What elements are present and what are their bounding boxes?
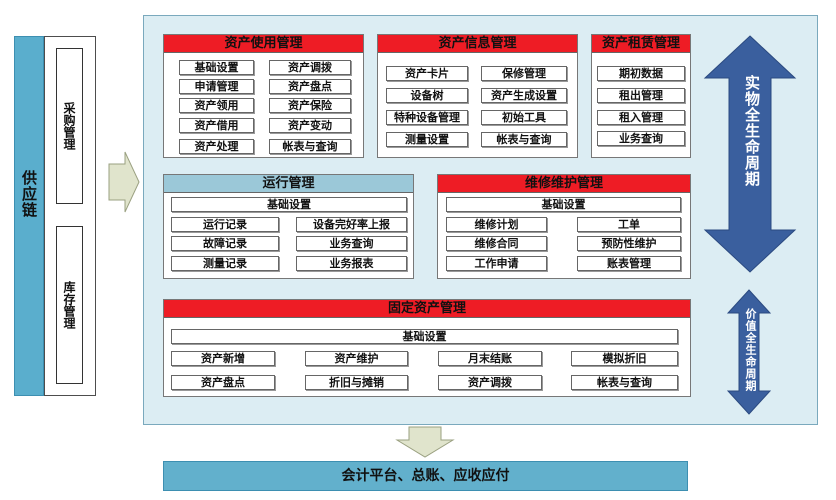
accounting-platform-bar[interactable]: 会计平台、总账、应收应付 [163, 461, 688, 491]
asset-info-item[interactable]: 资产生成设置 [481, 88, 567, 103]
asset-use-item[interactable]: 资产保险 [269, 98, 351, 113]
fixed-asset-item[interactable]: 折旧与摊销 [305, 375, 408, 390]
fixed-asset-item[interactable]: 资产盘点 [171, 375, 275, 390]
module-title: 资产租赁管理 [592, 35, 690, 53]
asset-lease-item[interactable]: 租出管理 [597, 88, 685, 103]
asset-use-item[interactable]: 资产变动 [269, 118, 351, 133]
physical-lifecycle-arrow [703, 35, 797, 273]
operation-item[interactable]: 测量记录 [171, 256, 279, 271]
asset-lease-item[interactable]: 业务查询 [597, 131, 685, 146]
maintenance-item[interactable]: 维修合同 [446, 236, 547, 251]
asset-info-item[interactable]: 特种设备管理 [386, 110, 468, 125]
module-title: 固定资产管理 [164, 300, 690, 318]
asset-use-item[interactable]: 资产盘点 [269, 79, 351, 94]
value-lifecycle-arrow [727, 289, 771, 415]
flow-right-arrow [108, 151, 140, 213]
maintenance-item[interactable]: 基础设置 [446, 197, 681, 212]
asset-use-item[interactable]: 资产调拨 [269, 60, 351, 75]
physical-lifecycle-label: 实物全生命周期 [743, 75, 761, 187]
module-title: 运行管理 [164, 175, 413, 193]
operation-item[interactable]: 运行记录 [171, 217, 279, 232]
supply-chain-label: 供应链 [20, 170, 38, 218]
maintenance-item[interactable]: 预防性维护 [577, 236, 681, 251]
fixed-asset-item[interactable]: 资产维护 [305, 351, 408, 366]
asset-use-item[interactable]: 资产领用 [179, 98, 254, 113]
fixed-asset-item[interactable]: 资产调拨 [438, 375, 542, 390]
fixed-asset-item[interactable]: 基础设置 [171, 329, 678, 344]
asset-info-item[interactable]: 设备树 [386, 88, 468, 103]
maintenance-item[interactable]: 维修计划 [446, 217, 547, 232]
procurement-management[interactable]: 采购管理 [56, 48, 83, 204]
asset-info-item[interactable]: 保修管理 [481, 66, 567, 81]
asset-use-item[interactable]: 帐表与查询 [269, 139, 351, 154]
procurement-label: 采购管理 [62, 102, 76, 150]
asset-use-item[interactable]: 申请管理 [179, 79, 254, 94]
operation-item[interactable]: 基础设置 [171, 197, 407, 212]
maintenance-item[interactable]: 工单 [577, 217, 681, 232]
operation-item[interactable]: 设备完好率上报 [296, 217, 407, 232]
value-lifecycle-label: 价值全生命周期 [744, 308, 757, 392]
module-title: 资产使用管理 [164, 35, 363, 53]
maintenance-item[interactable]: 工作申请 [446, 256, 547, 271]
asset-info-item[interactable]: 帐表与查询 [481, 132, 567, 147]
asset-use-item[interactable]: 资产处理 [179, 139, 254, 154]
maintenance-item[interactable]: 账表管理 [577, 256, 681, 271]
supply-chain-bar [14, 36, 44, 396]
inventory-management[interactable]: 库存管理 [56, 226, 83, 384]
module-asset-use: 资产使用管理 [163, 34, 364, 158]
inventory-label: 库存管理 [62, 281, 76, 329]
asset-lease-item[interactable]: 期初数据 [597, 66, 685, 81]
module-title: 资产信息管理 [378, 35, 577, 53]
fixed-asset-item[interactable]: 帐表与查询 [571, 375, 678, 390]
operation-item[interactable]: 业务查询 [296, 236, 407, 251]
asset-use-item[interactable]: 资产借用 [179, 118, 254, 133]
asset-info-item[interactable]: 资产卡片 [386, 66, 468, 81]
fixed-asset-item[interactable]: 月末结账 [438, 351, 542, 366]
fixed-asset-item[interactable]: 模拟折旧 [571, 351, 678, 366]
operation-item[interactable]: 业务报表 [296, 256, 407, 271]
operation-item[interactable]: 故障记录 [171, 236, 279, 251]
module-title: 维修维护管理 [438, 175, 690, 193]
fixed-asset-item[interactable]: 资产新增 [171, 351, 275, 366]
asset-info-item[interactable]: 初始工具 [481, 110, 567, 125]
flow-down-arrow [395, 426, 455, 458]
asset-use-item[interactable]: 基础设置 [179, 60, 254, 75]
asset-info-item[interactable]: 测量设置 [386, 132, 468, 147]
asset-lease-item[interactable]: 租入管理 [597, 110, 685, 125]
